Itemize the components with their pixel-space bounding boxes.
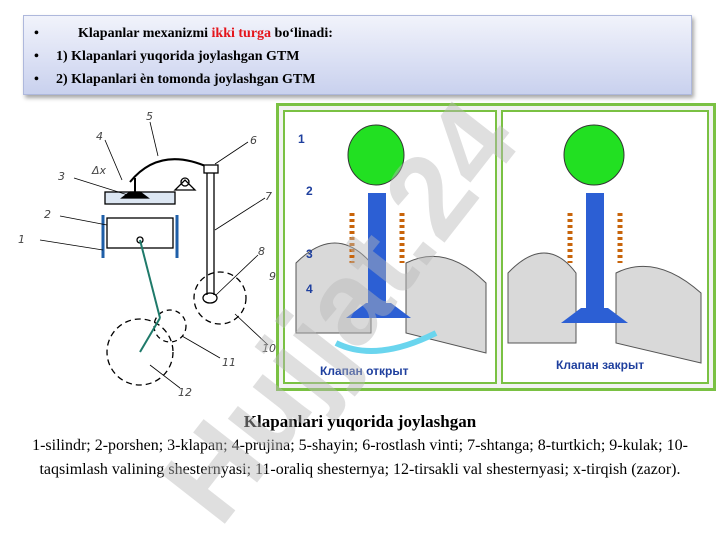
figure-caption-title: Klapanlari yuqorida joylashgan	[243, 412, 477, 431]
leader-line-2	[59, 215, 108, 226]
valve-closed-caption: Клапан закрыт	[556, 358, 644, 372]
label-4: 4	[96, 130, 103, 143]
valve-mechanism-diagram: 1 2 3 4 5 6 7 8 9 10 11 12 Δx	[18, 110, 276, 399]
left-valve-head	[346, 303, 411, 318]
left-cam-lobe	[347, 124, 405, 186]
label-7: 7	[265, 190, 272, 203]
crankshaft-gear-circle	[106, 318, 174, 386]
right-head-casing	[507, 252, 577, 344]
leader-line-11	[181, 335, 221, 359]
bullet-dot-icon: •	[34, 48, 39, 64]
label-8: 8	[258, 245, 265, 258]
leader-line-12	[149, 364, 181, 389]
rocker-arm	[129, 158, 211, 183]
label-9: 9	[269, 270, 276, 283]
camshaft-gear-circle	[193, 271, 247, 325]
left-valve-stem	[368, 193, 386, 313]
adjusting-screw	[203, 164, 219, 174]
left-valve-spring	[349, 213, 405, 263]
label-6: 6	[250, 134, 257, 147]
figure-caption-body: 1-silindr; 2-porshen; 3-klapan; 4-prujin…	[32, 437, 688, 478]
label-11: 11	[222, 356, 236, 369]
bullet-line-1-prefix: Klapanlar mexanizmi	[78, 25, 212, 41]
label-3: 3	[58, 170, 65, 183]
right-valve-head	[561, 308, 628, 323]
leader-line-1	[39, 239, 104, 251]
bullet-line-1-highlight: ikki turga	[211, 25, 272, 41]
bullet-list-box: • Klapanlar mexanizmi ikki turga bo‘lina…	[23, 15, 692, 95]
bullet-item: • 1) Klapanlari yuqorida joylashgan GTM	[34, 45, 681, 68]
right-valve-spring	[567, 213, 623, 263]
leader-line-7	[214, 197, 266, 231]
label-12: 12	[178, 386, 192, 399]
leader-line-8	[215, 254, 259, 296]
right-valve-stem	[586, 193, 604, 308]
left-airflow	[334, 330, 438, 354]
bullet-dot-icon: •	[34, 25, 39, 41]
valve-open-caption: Клапан открыт	[320, 364, 409, 378]
valve-head	[120, 191, 150, 199]
leader-line-4	[104, 139, 123, 181]
valve-label-1: 1	[298, 132, 305, 146]
intermediate-gear-circle	[153, 309, 187, 343]
gap-label: Δx	[91, 164, 107, 177]
rocker-pivot	[180, 177, 190, 187]
label-1: 1	[18, 233, 25, 246]
valve-open-closed-illustration: 1 2 3 4 Клапан открыт Клапан закрыт	[276, 103, 716, 391]
tappet-shape	[202, 292, 218, 304]
left-port-casing	[405, 255, 487, 354]
rocker-support	[173, 179, 197, 191]
leader-line-10	[234, 313, 269, 346]
right-cam-lobe	[563, 124, 625, 186]
leader-line-5	[149, 121, 159, 157]
bullet-line-3: 2) Klapanlari èn tomonda joylashgan GTM	[56, 71, 316, 87]
bullet-item: • Klapanlar mexanizmi ikki turga bo‘lina…	[34, 22, 681, 45]
leader-line-3	[73, 177, 129, 196]
bullet-line-1: Klapanlar mexanizmi ikki turga bo‘linadi…	[78, 26, 333, 42]
valve-label-2: 2	[306, 184, 313, 198]
crank-arm	[139, 317, 161, 353]
connecting-rod	[139, 239, 161, 319]
right-port-casing	[615, 265, 702, 364]
leader-line-6	[214, 141, 249, 165]
label-2: 2	[44, 208, 51, 221]
label-5: 5	[146, 110, 153, 123]
bullet-item: • 2) Klapanlari èn tomonda joylashgan GT…	[34, 68, 681, 91]
valve-label-4: 4	[306, 282, 313, 296]
bullet-line-2: 1) Klapanlari yuqorida joylashgan GTM	[56, 48, 300, 64]
bullet-dot-icon: •	[34, 71, 39, 87]
bullet-line-1-suffix: bo‘linadi:	[271, 25, 333, 41]
valve-label-3: 3	[306, 247, 313, 261]
label-10: 10	[262, 342, 276, 355]
